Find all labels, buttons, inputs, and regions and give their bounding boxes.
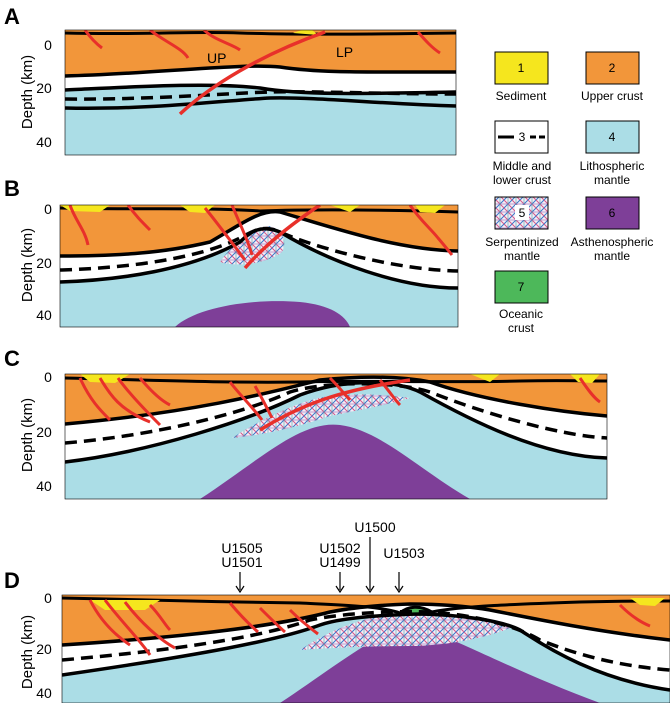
legend-item-serpentinized-mantle: 5 Serpentinized mantle: [485, 196, 559, 263]
depth-axis-b: Depth (km) 0 20 40: [19, 201, 52, 323]
legend-label: Serpentinized: [485, 235, 558, 249]
y-tick-20: 20: [36, 641, 52, 657]
legend-label: crust: [508, 321, 535, 335]
legend-item-middle-lower-crust: 3 Middle and lower crust: [493, 120, 552, 187]
legend-item-asthenospheric-mantle: 6 Asthenospheric mantle: [571, 196, 654, 263]
legend-swatch: [494, 196, 549, 230]
cross-section-c: [65, 374, 607, 499]
asthenospheric-mantle: [280, 625, 600, 703]
panel-letter-c: C: [4, 346, 20, 371]
y-tick-20: 20: [36, 255, 52, 271]
cross-section-a: [65, 30, 456, 155]
y-tick-40: 40: [36, 134, 52, 150]
upper-crust: [60, 205, 458, 256]
panel-a: A Depth (km) 0 20 40 UP LP: [4, 4, 457, 156]
legend-swatch: [494, 51, 549, 85]
y-tick-40: 40: [36, 478, 52, 494]
y-tick-40: 40: [36, 307, 52, 323]
legend-label: Asthenospheric: [571, 235, 654, 249]
site-label-u1502: U1502: [319, 540, 360, 556]
arrow-down-icon: [394, 585, 404, 594]
arrow-down-icon: [335, 585, 345, 594]
panel-b: B Depth (km) 0 20 40: [4, 176, 459, 328]
plate-label-lp: LP: [336, 44, 353, 60]
panel-letter-a: A: [4, 4, 20, 29]
depth-axis-c: Depth (km) 0 20 40: [19, 369, 52, 494]
site-label-u1499: U1499: [319, 554, 360, 570]
legend-number: 3: [519, 130, 526, 144]
y-tick-0: 0: [44, 201, 52, 217]
legend-swatch: [585, 51, 640, 85]
y-tick-20: 20: [36, 424, 52, 440]
upper-crust: [62, 595, 670, 645]
panel-letter-b: B: [4, 176, 20, 201]
y-tick-20: 20: [36, 80, 52, 96]
legend-label: mantle: [594, 249, 630, 263]
panel-letter-d: D: [4, 568, 20, 593]
site-label-u1501: U1501: [221, 554, 262, 570]
legend-label: Middle and: [493, 159, 552, 173]
legend-label: mantle: [504, 249, 540, 263]
panel-d: D Depth (km) 0 20 40: [4, 519, 670, 703]
y-tick-40: 40: [36, 685, 52, 701]
legend-item-oceanic-crust: 7 Oceanic crust: [494, 270, 549, 335]
legend-number: 4: [609, 130, 616, 144]
legend-label: Upper crust: [581, 89, 644, 103]
legend-label: Sediment: [496, 89, 547, 103]
y-tick-0: 0: [44, 37, 52, 53]
upper-crust: [65, 30, 456, 76]
cross-section-b: [60, 205, 458, 327]
legend-label: Lithospheric: [580, 159, 645, 173]
legend-label: Oceanic: [499, 307, 543, 321]
cross-section-d: [62, 595, 670, 703]
legend-number: 6: [609, 206, 616, 220]
y-axis-label: Depth (km): [19, 615, 36, 689]
asthenospheric-mantle: [200, 424, 470, 499]
drill-site-u1503: U1503: [383, 545, 425, 594]
panel-c: C Depth (km) 0 20 40: [4, 346, 608, 500]
legend-label: lower crust: [493, 173, 552, 187]
drill-site-u1505-u1501: U1505 U1501: [221, 540, 263, 594]
y-tick-0: 0: [44, 590, 52, 606]
drill-site-u1502-u1499: U1502 U1499: [319, 540, 361, 594]
site-label-u1503: U1503: [383, 545, 424, 561]
legend-swatch: [494, 270, 549, 304]
legend-item-sediment: 1 Sediment: [494, 51, 549, 103]
drill-site-u1500: U1500: [354, 519, 396, 594]
serpentinized-mantle: [232, 394, 410, 438]
site-label-u1505: U1505: [221, 540, 262, 556]
arrow-down-icon: [365, 585, 375, 594]
asthenospheric-mantle: [175, 301, 350, 327]
legend-item-lithospheric-mantle: 4 Lithospheric mantle: [580, 120, 645, 187]
legend-number: 7: [518, 280, 525, 294]
serpentinized-mantle: [300, 612, 510, 650]
legend-item-upper-crust: 2 Upper crust: [581, 51, 644, 103]
upper-crust: [65, 374, 607, 424]
legend-number: 1: [518, 61, 525, 75]
y-axis-label: Depth (km): [19, 55, 36, 129]
legend-swatch: [585, 196, 640, 230]
arrow-down-icon: [235, 585, 245, 594]
plate-label-up: UP: [207, 50, 226, 66]
legend-number: 2: [609, 61, 616, 75]
y-axis-label: Depth (km): [19, 398, 36, 472]
legend-swatch: [585, 120, 640, 154]
y-axis-label: Depth (km): [19, 228, 36, 302]
legend-number: 5: [519, 206, 526, 220]
legend-label: mantle: [594, 173, 630, 187]
depth-axis-a: Depth (km) 0 20 40: [19, 37, 52, 150]
y-tick-0: 0: [44, 369, 52, 385]
legend: 1 Sediment 2 Upper crust 3 Middle and lo…: [485, 51, 654, 335]
site-label-u1500: U1500: [354, 519, 395, 535]
serpentinized-mantle: [220, 226, 285, 265]
depth-axis-d: Depth (km) 0 20 40: [19, 590, 52, 701]
